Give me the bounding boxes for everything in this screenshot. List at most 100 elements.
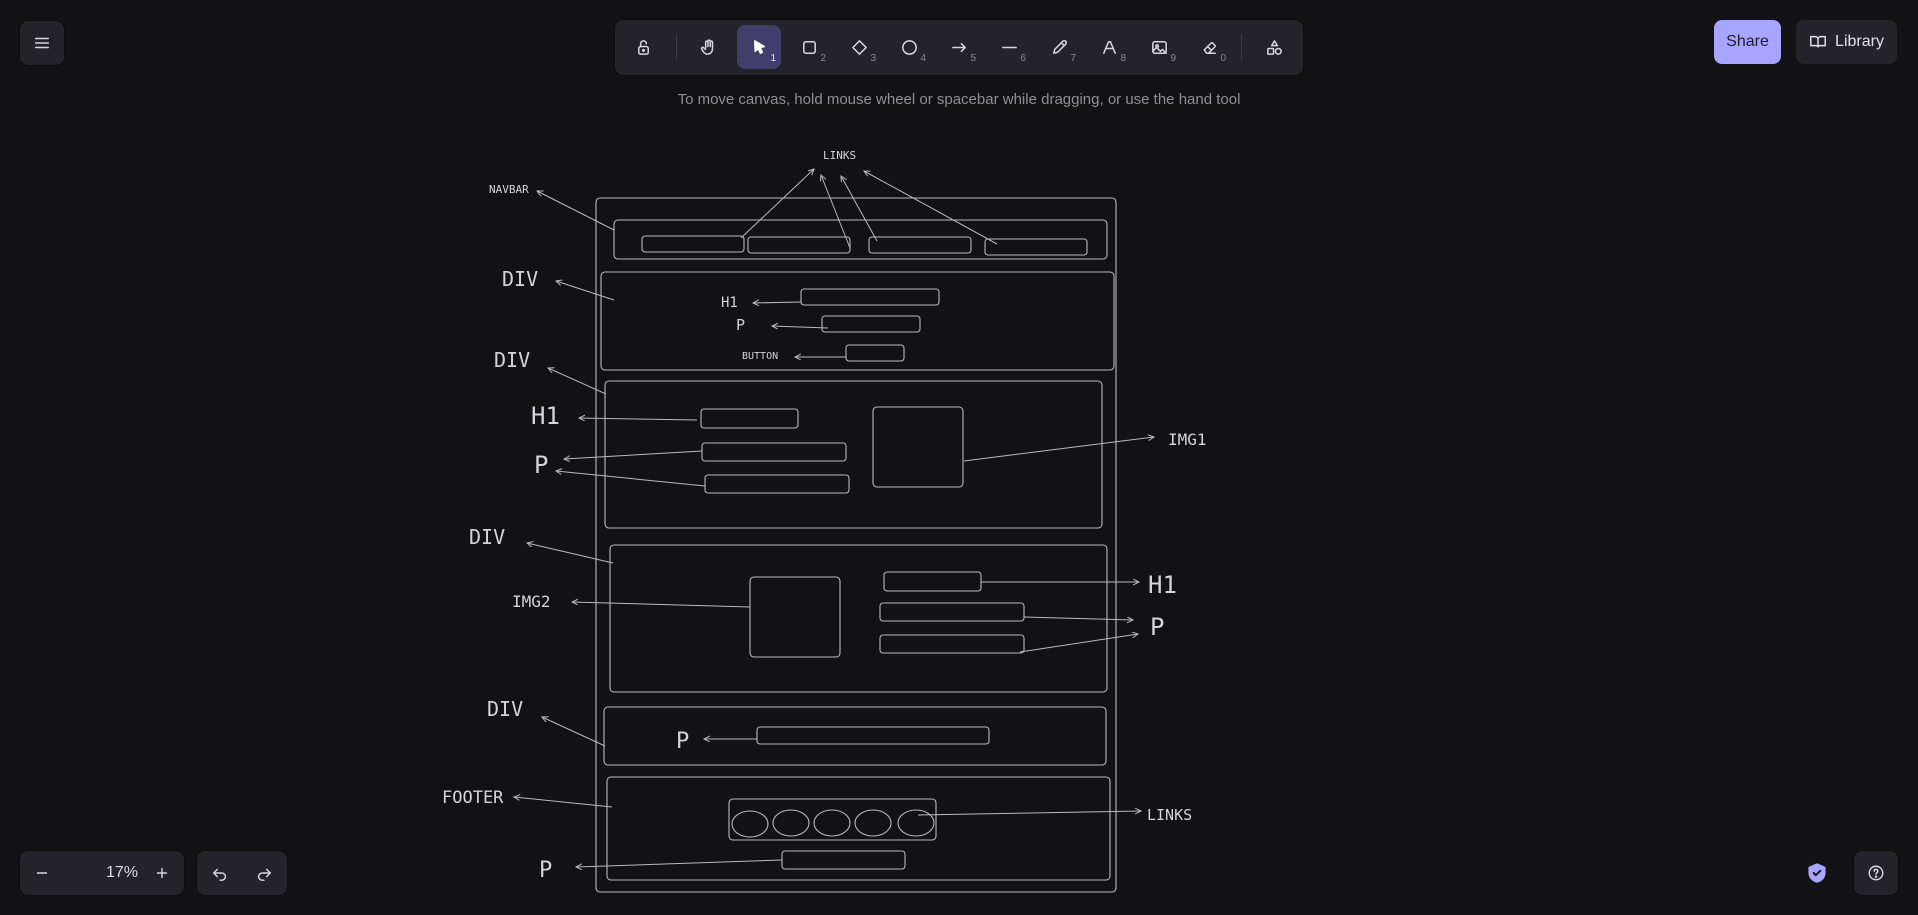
nav-link-box[interactable] (747, 236, 851, 254)
hero-div-box[interactable] (600, 271, 1115, 371)
connector-arrow[interactable] (579, 418, 698, 420)
tool-key: 9 (1170, 53, 1176, 64)
zoom-reset-button[interactable]: 17% (105, 864, 139, 881)
p-box[interactable] (879, 634, 1025, 654)
connector-arrow[interactable] (772, 326, 829, 328)
label-links[interactable]: LINKS (823, 149, 856, 162)
ellipse-tool[interactable]: 4 (887, 25, 931, 69)
library-button[interactable]: Library (1796, 20, 1897, 64)
img2-box[interactable] (749, 576, 841, 658)
footer-link-circle[interactable] (772, 809, 810, 837)
button-box[interactable] (845, 344, 905, 362)
share-button[interactable]: Share (1714, 20, 1781, 64)
connector-arrow[interactable] (572, 602, 751, 608)
connector-arrow[interactable] (514, 797, 613, 808)
connector-arrow[interactable] (963, 437, 1154, 462)
connector-arrow[interactable] (542, 717, 606, 747)
line-tool[interactable]: 6 (987, 25, 1031, 69)
p-box[interactable] (879, 602, 1025, 622)
label-p[interactable]: P (1150, 613, 1164, 641)
connector-arrow[interactable] (1019, 634, 1138, 653)
diamond-tool[interactable]: 3 (837, 25, 881, 69)
connector-arrow[interactable] (753, 302, 802, 303)
zoom-out-button[interactable] (22, 853, 62, 893)
extra-tools[interactable] (1252, 25, 1296, 69)
label-button[interactable]: BUTTON (742, 351, 778, 362)
p-box[interactable] (781, 850, 906, 870)
navbar-box[interactable] (613, 219, 1108, 260)
label-img2[interactable]: IMG2 (512, 592, 551, 611)
connector-arrow[interactable] (556, 281, 615, 301)
label-div[interactable]: DIV (487, 697, 523, 721)
connector-arrow[interactable] (556, 471, 706, 487)
connector-arrow[interactable] (917, 811, 1141, 816)
canvas-hint: To move canvas, hold mouse wheel or spac… (677, 91, 1241, 108)
hand-tool[interactable] (686, 25, 730, 69)
h1-box[interactable] (800, 288, 940, 306)
nav-link-box[interactable] (868, 236, 972, 254)
connector-arrow[interactable] (548, 368, 607, 395)
div-box[interactable] (603, 706, 1107, 766)
label-div[interactable]: DIV (469, 525, 505, 549)
page-wireframe[interactable] (595, 197, 1117, 893)
connector-arrow[interactable] (1023, 616, 1133, 620)
p-box[interactable] (704, 474, 850, 494)
plus-icon (156, 867, 168, 879)
h1-box[interactable] (700, 408, 799, 429)
zoom-in-button[interactable] (142, 853, 182, 893)
help-button[interactable] (1854, 851, 1898, 895)
label-links[interactable]: LINKS (1147, 806, 1192, 824)
eraser-tool[interactable]: 0 (1187, 25, 1231, 69)
label-p[interactable]: P (539, 858, 552, 883)
text-tool[interactable]: 8 (1087, 25, 1131, 69)
unlock-icon (637, 39, 649, 55)
connector-arrow[interactable] (841, 176, 878, 242)
rectangle-tool[interactable]: 2 (787, 25, 831, 69)
arrow-tool[interactable]: 5 (937, 25, 981, 69)
footer-links-box[interactable] (728, 798, 937, 841)
connector-arrow[interactable] (537, 191, 615, 231)
connector-arrow[interactable] (576, 859, 783, 867)
footer-link-circle[interactable] (813, 809, 851, 837)
label-h1[interactable]: H1 (721, 295, 738, 311)
label-footer[interactable]: FOOTER (442, 788, 504, 808)
label-p[interactable]: P (676, 729, 689, 754)
lock-tool[interactable] (621, 25, 665, 69)
h1-box[interactable] (883, 571, 982, 592)
selection-tool[interactable]: 1 (737, 25, 781, 69)
label-p[interactable]: P (534, 451, 548, 479)
nav-link-box[interactable] (984, 238, 1088, 256)
image-icon (1151, 40, 1167, 54)
redo-button[interactable] (244, 853, 284, 893)
undo-button[interactable] (200, 853, 240, 893)
p-box[interactable] (756, 726, 990, 745)
connector-arrow[interactable] (740, 169, 814, 239)
label-h1[interactable]: H1 (531, 402, 560, 430)
footer-link-circle[interactable] (731, 810, 769, 838)
draw-tool[interactable]: 7 (1037, 25, 1081, 69)
footer-box[interactable] (606, 776, 1111, 881)
connector-arrow[interactable] (564, 450, 703, 459)
shield-button[interactable] (1797, 851, 1837, 895)
label-p[interactable]: P (736, 316, 745, 334)
footer-link-circle[interactable] (897, 809, 935, 837)
connector-arrow[interactable] (864, 171, 998, 245)
div-box[interactable] (609, 544, 1108, 693)
nav-link-box[interactable] (641, 235, 745, 253)
div-box[interactable] (604, 380, 1103, 529)
label-h1[interactable]: H1 (1148, 571, 1177, 599)
label-img1[interactable]: IMG1 (1168, 430, 1207, 449)
main-menu-button[interactable] (20, 21, 64, 65)
label-navbar[interactable]: NAVBAR (489, 183, 529, 196)
connector-arrow[interactable] (821, 175, 851, 249)
label-div[interactable]: DIV (502, 267, 538, 291)
label-div[interactable]: DIV (494, 348, 530, 372)
p-box[interactable] (821, 315, 921, 333)
image-tool[interactable]: 9 (1137, 25, 1181, 69)
p-box[interactable] (701, 442, 847, 462)
footer-link-circle[interactable] (854, 809, 892, 837)
connector-arrow[interactable] (527, 543, 614, 564)
img1-box[interactable] (872, 406, 964, 488)
line-icon (1001, 46, 1017, 48)
